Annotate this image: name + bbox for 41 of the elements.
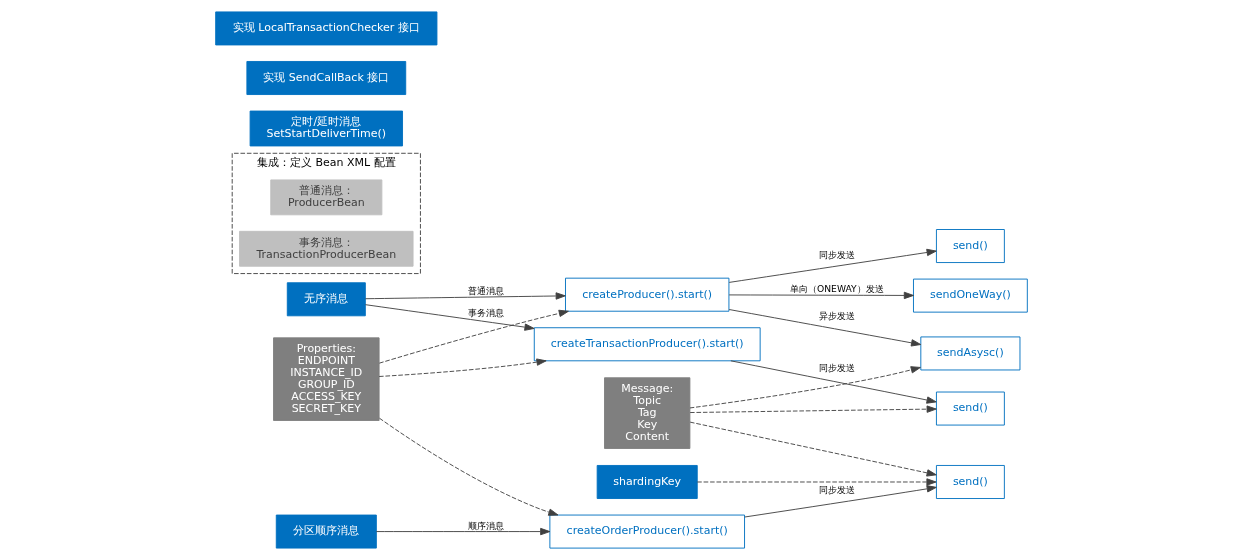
edge-label: 顺序消息 [467, 519, 504, 531]
edge-label: 普通消息 [467, 284, 504, 296]
node-box: send() [935, 229, 1005, 263]
arrow [378, 309, 569, 364]
arrow [379, 417, 559, 516]
arrow [728, 309, 922, 347]
edge-label: 事务消息 [467, 306, 504, 318]
arrow [728, 248, 937, 283]
node-box: 无序消息 [286, 282, 366, 317]
node-box: 事务消息： TransactionProducerBean [239, 230, 414, 267]
arrow [696, 478, 937, 486]
node-box: 实现 SendCallBack 接口 [246, 61, 407, 95]
node-box: sendAsysc() [920, 336, 1021, 371]
arrow [689, 366, 921, 409]
node-box: createProducer().start() [565, 277, 730, 312]
arrow [730, 360, 937, 404]
node-box: 分区顺序消息 [275, 514, 377, 549]
node-box: sendOneWay() [913, 278, 1028, 313]
arrow [364, 304, 535, 331]
node-box: 定时/延时消息 SetStartDeliverTime() [249, 110, 403, 147]
node-box: createTransactionProducer().start() [533, 327, 761, 362]
node-box: send() [935, 465, 1005, 499]
arrow [728, 291, 914, 300]
node-box: shardingKey [596, 465, 698, 499]
edge-label: 单向（ONEWAY）发送 [790, 282, 884, 294]
arrow [364, 292, 566, 300]
edge-label: 同步发送 [818, 248, 855, 260]
node-box: 普通消息： ProducerBean [270, 179, 383, 216]
arrow [689, 421, 937, 477]
arrow [375, 527, 551, 536]
node-box: 实现 LocalTransactionChecker 接口 [215, 11, 438, 46]
edge-label: 同步发送 [818, 484, 855, 496]
node-box: send() [935, 391, 1005, 426]
arrow [378, 358, 547, 377]
edge-label: 异步发送 [818, 310, 855, 322]
arrow [744, 485, 937, 518]
edge-label: 同步发送 [818, 361, 855, 373]
node-box: Message: Topic Tag Key Content [604, 377, 691, 449]
node-box: createOrderProducer().start() [549, 514, 745, 549]
node-box: Properties: ENDPOINT INSTANCE_ID GROUP_ID ACCESS_KEY SECRET_KEY [273, 337, 380, 421]
arrow [689, 405, 937, 413]
